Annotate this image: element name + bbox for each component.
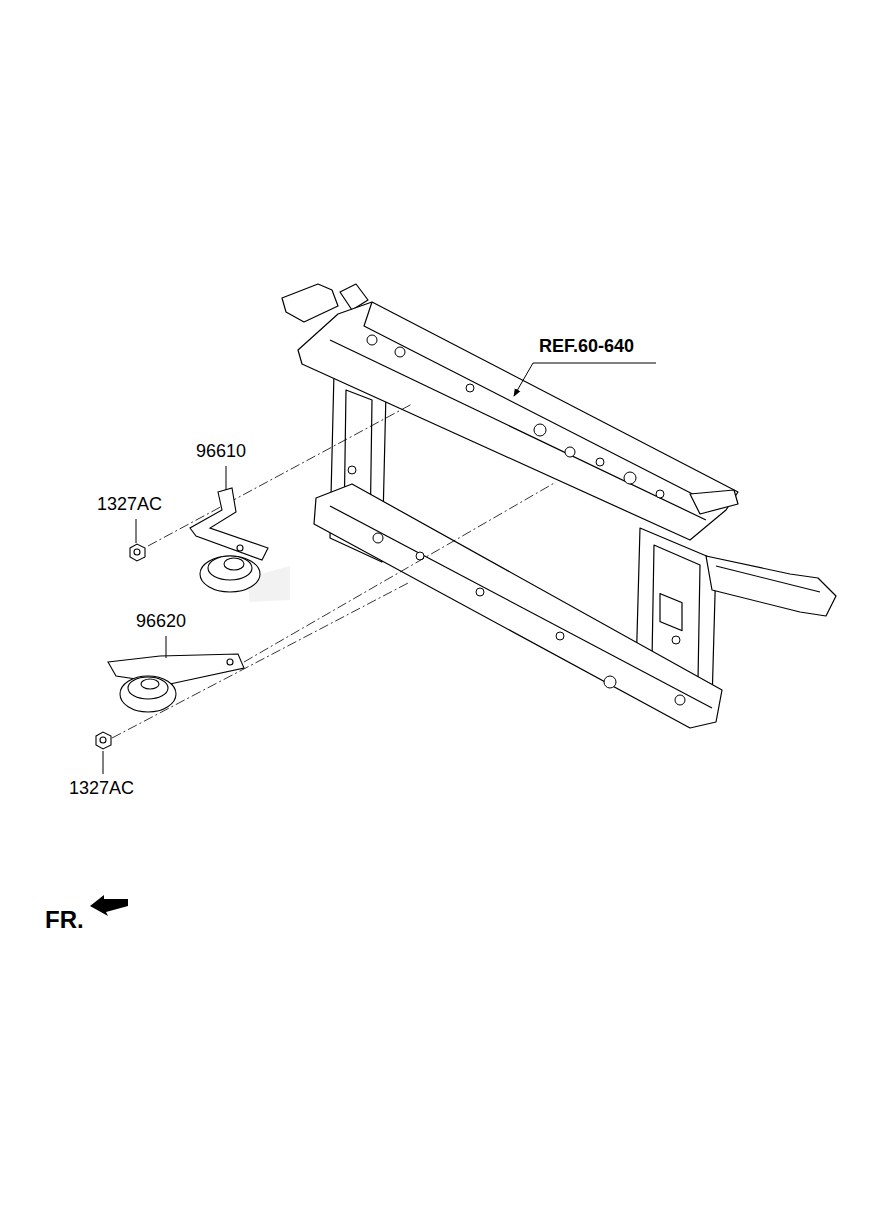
callout-number: 1327AC [69, 778, 134, 799]
horn-upper [190, 488, 290, 602]
reference-label: REF.60-640 [539, 336, 634, 357]
callout-number: 96610 [196, 441, 246, 462]
front-arrow [90, 895, 128, 916]
assembly-lines [112, 404, 556, 738]
horn-lower [108, 654, 244, 712]
flange-nuts [96, 544, 145, 749]
radiator-support [282, 284, 836, 728]
direction-label: FR. [45, 906, 84, 934]
leader-lines [103, 363, 656, 774]
callout-number: 96620 [136, 611, 186, 632]
mounting-holes [348, 335, 685, 705]
callout-number: 1327AC [97, 494, 162, 515]
